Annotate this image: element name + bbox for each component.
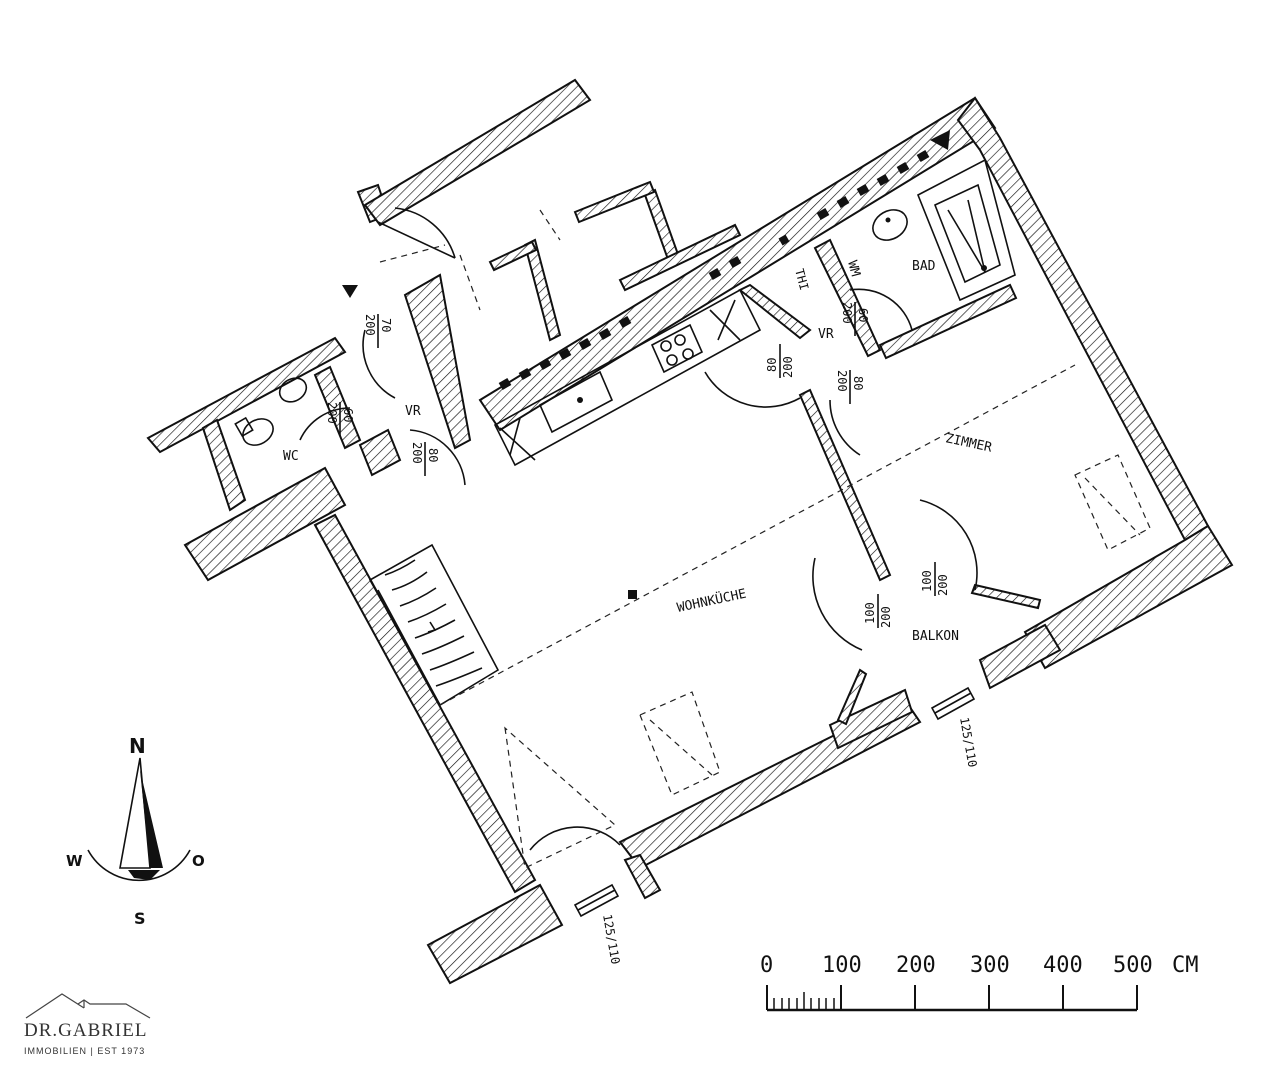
door-dimensions: 70 200 60 200 80 200 60 200 80 200 80 20…	[325, 267, 950, 628]
door-dim-5-w: 80	[765, 358, 779, 372]
compass-west: W	[66, 852, 83, 870]
bathtub	[916, 158, 1016, 302]
window-dim-2: 125/110	[957, 716, 980, 768]
door-dim-1-h: 200	[363, 314, 377, 336]
door-dim-4-h: 200	[840, 302, 854, 324]
scale-label-400: 400	[1043, 953, 1083, 978]
compass: N W O S	[66, 734, 205, 928]
logo-name: DR.GABRIEL	[24, 1020, 148, 1041]
door-dim-8-h: 200	[879, 606, 893, 628]
interior-partitions	[488, 180, 1042, 726]
door-dim-2-w: 60	[341, 408, 355, 422]
house-roof-icon	[25, 993, 151, 1019]
logo-tagline: IMMOBILIEN | EST 1973	[24, 1046, 146, 1056]
door-dim-7-h: 200	[936, 574, 950, 596]
door-dim-3-w: 80	[426, 448, 440, 462]
room-label-bad: BAD	[912, 259, 936, 274]
door-dim-4-w: 60	[856, 308, 870, 322]
door-dim-6-h: 200	[835, 370, 849, 392]
door-dim-thi: THI	[792, 267, 811, 292]
room-label-balkon: BALKON	[912, 629, 959, 644]
door-dim-2-h: 200	[325, 402, 339, 424]
room-label-vr-right: VR	[818, 327, 834, 342]
window-dim-1: 125/110	[600, 913, 623, 965]
room-label-wohnkueche: WOHNKÜCHE	[675, 585, 747, 616]
windows	[573, 686, 976, 918]
door-dim-5-h: 200	[781, 356, 795, 378]
company-logo: DR.GABRIEL IMMOBILIEN | EST 1973	[24, 990, 164, 1060]
compass-north: N	[129, 734, 146, 758]
room-label-wc: WC	[283, 449, 299, 464]
entry-arrow-icon	[342, 285, 358, 298]
door-dim-7-w: 100	[920, 570, 934, 592]
dashed-lines	[379, 209, 1151, 869]
room-label-vr-left: VR	[405, 404, 421, 419]
staircase	[368, 543, 500, 707]
outer-walls	[146, 78, 1234, 985]
scale-label-500: 500	[1113, 953, 1153, 978]
room-label-wm: WM	[844, 259, 863, 278]
scale-label-200: 200	[896, 953, 936, 978]
kitchen-counter	[493, 288, 762, 467]
doors	[299, 207, 978, 851]
scale-label-0: 0	[760, 953, 773, 978]
door-dim-6-w: 80	[851, 376, 865, 390]
compass-east: O	[192, 852, 205, 870]
flue-markers	[498, 130, 950, 599]
scale-bar: 0 100 200 300 400 500 CM	[760, 953, 1199, 1012]
wc-fixtures	[234, 377, 308, 446]
bath-sink	[872, 209, 908, 241]
door-dim-3-h: 200	[410, 442, 424, 464]
door-dim-8-w: 100	[863, 602, 877, 624]
room-label-zimmer: ZIMMER	[944, 431, 993, 455]
compass-south: S	[134, 909, 146, 928]
scale-unit: CM	[1172, 953, 1199, 978]
scale-label-100: 100	[822, 953, 862, 978]
scale-label-300: 300	[970, 953, 1010, 978]
door-dim-1-w: 70	[379, 318, 393, 332]
